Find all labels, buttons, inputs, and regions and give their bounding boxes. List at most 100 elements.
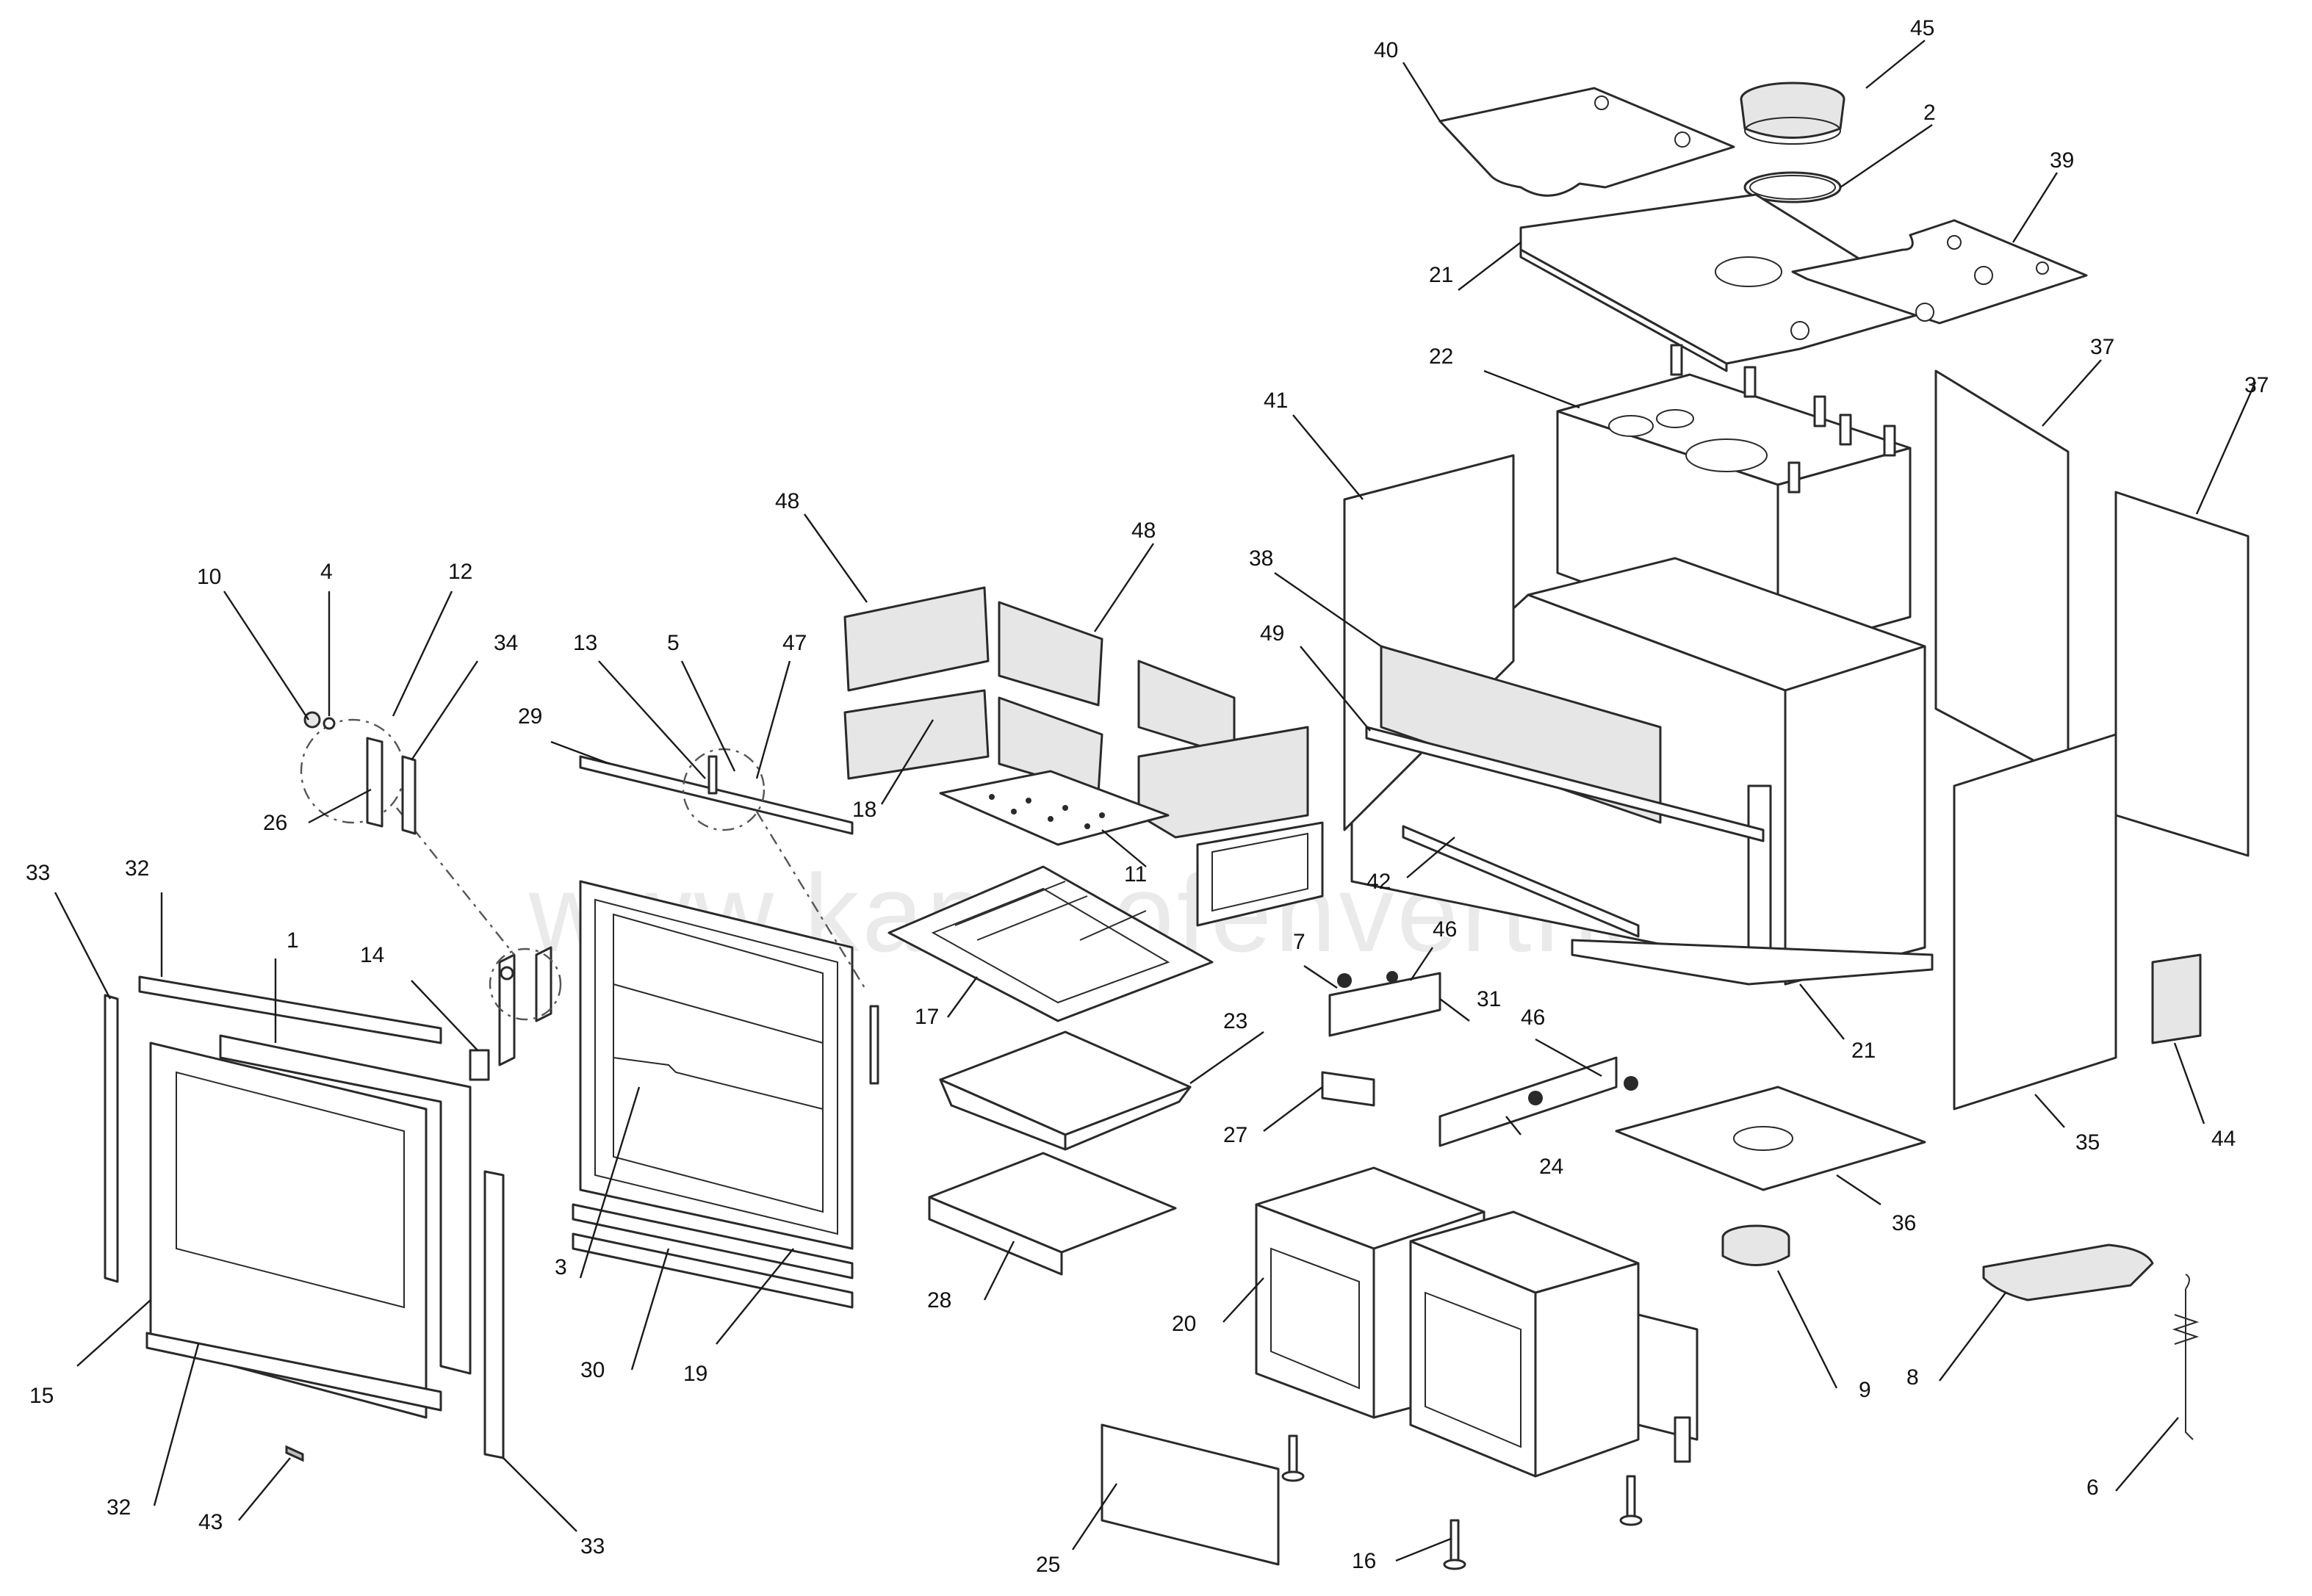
part-9-air-intake-ring	[1721, 1224, 1790, 1266]
callout-12: 12	[448, 560, 472, 584]
leader-34	[411, 660, 478, 761]
callout-49: 49	[1260, 621, 1284, 646]
leader-24	[1505, 1116, 1521, 1135]
detail-link-line-a	[396, 807, 515, 956]
part-6-cleaning-tool	[2172, 1274, 2200, 1440]
leader-48-b	[1094, 543, 1154, 632]
part-45-flue-collar	[1740, 82, 1845, 145]
detail-circle-hinge-bottom	[489, 947, 562, 1021]
callout-26: 26	[263, 811, 287, 835]
leader-32-b	[153, 1343, 200, 1506]
callout-1: 1	[287, 928, 299, 953]
leader-7	[1303, 965, 1338, 989]
leader-41	[1292, 414, 1364, 500]
part-36-base-plate	[1615, 1086, 1926, 1191]
callout-32-a: 32	[125, 856, 149, 881]
callout-13: 13	[573, 631, 597, 655]
leader-47	[755, 660, 791, 779]
callout-48-b: 48	[1131, 519, 1156, 543]
part-16-leveling-feet	[1281, 1434, 1643, 1570]
callout-45: 45	[1910, 16, 1934, 40]
part-43-screw	[285, 1445, 304, 1462]
part-25-front-rail	[1101, 1423, 1280, 1566]
callout-25: 25	[1036, 1553, 1060, 1577]
callout-33-a: 33	[26, 861, 50, 885]
callout-6: 6	[2086, 1476, 2099, 1500]
callout-37-a: 37	[2090, 335, 2114, 359]
callout-32-b: 32	[107, 1495, 131, 1520]
part-11-grate	[939, 770, 1170, 846]
callout-48-a: 48	[775, 489, 799, 513]
leader-16	[1395, 1537, 1452, 1562]
part-3-door-glass-gasket	[613, 983, 824, 1111]
leader-35	[2034, 1094, 2065, 1128]
callout-36: 36	[1892, 1211, 1916, 1235]
callout-10: 10	[197, 565, 221, 589]
callout-4: 4	[320, 560, 333, 584]
part-side-rail	[1637, 1313, 1699, 1463]
callout-7: 7	[1293, 930, 1306, 954]
callout-44: 44	[2211, 1127, 2236, 1151]
callout-35: 35	[2075, 1130, 2100, 1155]
callout-3: 3	[555, 1255, 567, 1279]
leader-45	[1865, 40, 1926, 89]
leader-48-a	[804, 513, 868, 603]
part-1-door-seal	[219, 1034, 472, 1375]
part-24-mounting-bracket	[1438, 1056, 1638, 1147]
callout-15: 15	[29, 1384, 54, 1408]
callout-9: 9	[1859, 1378, 1871, 1402]
callout-46-a: 46	[1433, 917, 1457, 942]
part-35-side-panel-right	[1953, 733, 2117, 1111]
leader-18	[880, 719, 934, 805]
part-7-bracket-assembly	[1328, 971, 1441, 1037]
part-37-side-cladding-b	[2114, 491, 2250, 857]
leader-22	[1483, 369, 1580, 409]
part-8-glove	[1982, 1243, 2154, 1301]
callout-2: 2	[1923, 101, 1936, 125]
leader-29	[550, 740, 611, 765]
callout-23: 23	[1223, 1009, 1247, 1033]
leader-23	[1189, 1031, 1264, 1084]
leader-28	[983, 1241, 1015, 1301]
leader-9	[1776, 1270, 1838, 1389]
part-42-support-bar	[1402, 825, 1640, 938]
callout-30: 30	[580, 1358, 605, 1382]
part-30-lower-trim	[572, 1232, 854, 1309]
part-15-glass-front	[149, 1041, 428, 1419]
callout-14: 14	[360, 943, 384, 967]
leader-36	[1836, 1174, 1881, 1205]
part-40-top-cover-plate	[1438, 87, 1735, 197]
leader-11	[1101, 829, 1147, 867]
leader-31	[1439, 998, 1470, 1022]
leader-37-a	[2042, 359, 2102, 427]
callout-20: 20	[1172, 1312, 1196, 1336]
leader-19	[716, 1248, 794, 1345]
leader-43	[238, 1457, 291, 1521]
callout-21-bottom: 21	[1851, 1039, 1876, 1063]
leader-30	[630, 1248, 670, 1371]
leader-39	[2012, 172, 2059, 243]
leader-49	[1300, 646, 1371, 732]
leader-15	[76, 1299, 151, 1367]
part-5-door-pin	[869, 1005, 879, 1085]
leader-13	[598, 660, 706, 779]
part-32-bottom-trim	[145, 1332, 442, 1412]
leader-25	[1072, 1483, 1117, 1550]
part-37-side-cladding-a	[1934, 369, 2070, 780]
leader-27	[1263, 1086, 1323, 1132]
detail-link-line-b	[755, 811, 868, 992]
part-21-top-plate	[1519, 193, 1941, 372]
callout-46-b: 46	[1521, 1005, 1545, 1030]
part-27-cover-strip	[1321, 1071, 1375, 1107]
part-28-ash-tray	[928, 1152, 1177, 1276]
callout-27: 27	[1223, 1123, 1247, 1147]
leader-26	[308, 788, 372, 824]
part-19-bottom-rail	[572, 1203, 854, 1279]
leader-21-top	[1458, 242, 1521, 291]
callout-17: 17	[915, 1005, 939, 1029]
part-23-ash-pan	[939, 1030, 1192, 1151]
callout-43: 43	[198, 1510, 223, 1534]
callout-33-b: 33	[580, 1534, 605, 1559]
callout-28: 28	[927, 1288, 951, 1312]
